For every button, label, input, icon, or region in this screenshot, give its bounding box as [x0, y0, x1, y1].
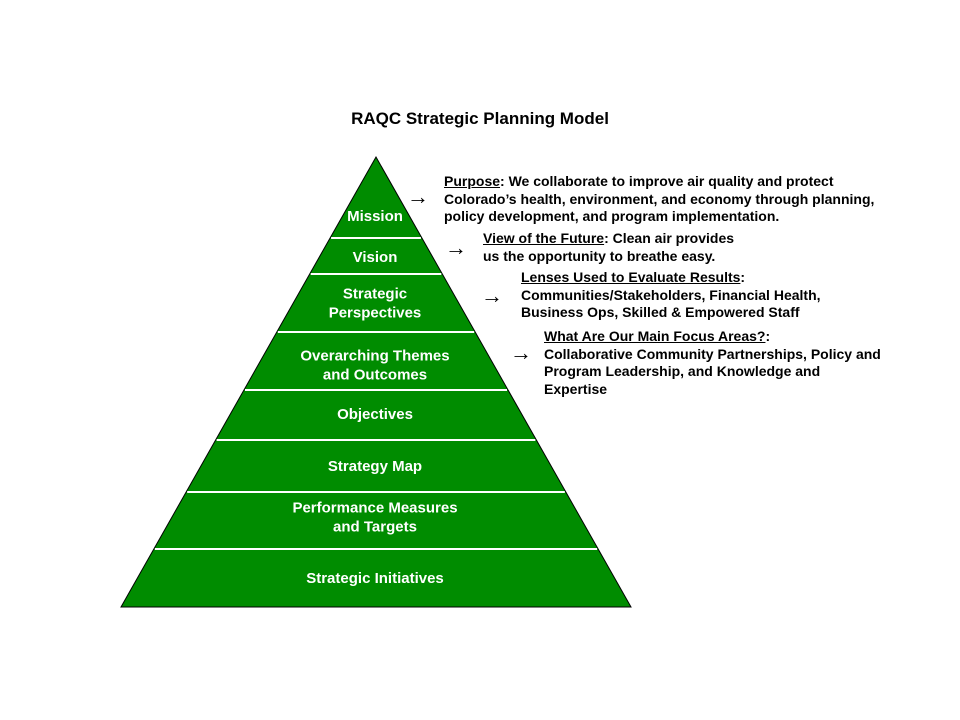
- pyramid-level-label: Strategy Map: [328, 458, 422, 475]
- right-arrow-icon: →: [481, 283, 503, 308]
- purpose-annotation: Purpose: We collaborate to improve air q…: [444, 173, 914, 226]
- pyramid-level-label: and Outcomes: [323, 366, 427, 383]
- themes-suffix: :: [765, 328, 771, 344]
- page-title: RAQC Strategic Planning Model: [351, 109, 609, 128]
- purpose-heading: Purpose: [444, 173, 501, 189]
- pyramid-shape: [120, 155, 632, 608]
- pyramid-level-label: Strategic Initiatives: [306, 570, 444, 587]
- vision-body: us the opportunity to breathe easy.: [483, 247, 716, 264]
- vision-heading: View of the Future: [483, 230, 605, 246]
- perspectives-heading: Lenses Used to Evaluate Results: [521, 269, 741, 285]
- pyramid-level-label: Vision: [353, 249, 398, 266]
- themes-heading: What Are Our Main Focus Areas?: [544, 328, 766, 344]
- pyramid-dividers: [154, 237, 598, 550]
- pyramid-level-label: Objectives: [337, 406, 413, 423]
- right-arrow-icon: →: [445, 235, 467, 260]
- perspectives-suffix: :: [740, 269, 746, 285]
- themes-annotation: What Are Our Main Focus Areas?: Collabor…: [544, 328, 884, 398]
- pyramid-level-label: and Targets: [333, 518, 417, 535]
- vision-annotation: View of the Future: Clean air provides u…: [483, 230, 783, 265]
- perspectives-body: Communities/Stakeholders, Financial Heal…: [521, 286, 821, 321]
- themes-body: Collaborative Community Partnerships, Po…: [544, 345, 881, 397]
- pyramid-level-label: Mission: [347, 208, 403, 225]
- right-arrow-icon: →: [510, 340, 532, 365]
- pyramid-level-label: Perspectives: [329, 304, 422, 321]
- pyramid-level-label: Strategic: [343, 285, 407, 302]
- purpose-body: Colorado’s health, environment, and econ…: [444, 190, 875, 225]
- pyramid-level-label: Overarching Themes: [300, 347, 449, 364]
- perspectives-annotation: Lenses Used to Evaluate Results: Communi…: [521, 269, 861, 322]
- pyramid-level-label: Performance Measures: [292, 499, 457, 516]
- right-arrow-icon: →: [407, 184, 429, 209]
- vision-suffix: : Clean air provides: [604, 230, 735, 246]
- pyramid-labels: MissionVisionStrategicPerspectivesOverar…: [292, 208, 457, 587]
- purpose-suffix: : We collaborate to improve air quality …: [500, 173, 834, 189]
